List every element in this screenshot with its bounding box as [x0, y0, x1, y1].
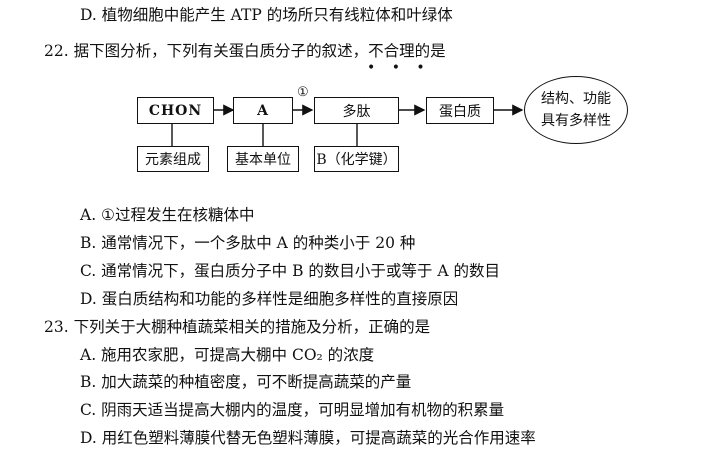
box-protein: 蛋白质: [426, 97, 494, 124]
q23-stem: 23. 下列关于大棚种植蔬菜相关的措施及分析，正确的是: [44, 318, 431, 336]
box-a: A: [233, 97, 293, 124]
q22-option-a: A. ①过程发生在核糖体中: [80, 206, 255, 224]
emphasis-dots: • • •: [367, 60, 431, 76]
ellipse-line-2: 具有多样性: [541, 113, 611, 129]
box-chon: CHON: [137, 97, 214, 124]
ellipse-line-1: 结构、功能: [541, 91, 611, 107]
diversity-ellipse: 结构、功能 具有多样性: [524, 76, 628, 144]
q23-option-b: B. 加大蔬菜的种植密度，可不断提高蔬菜的产量: [80, 373, 412, 391]
label-chemical-bond: B（化学键）: [314, 146, 399, 172]
q22-option-c: C. 通常情况下，蛋白质分子中 B 的数目小于或等于 A 的数目: [80, 262, 500, 280]
process-one-marker: ①: [297, 85, 309, 100]
q23-option-d: D. 用红色塑料薄膜代替无色塑料薄膜，可提高蔬菜的光合作用速率: [80, 429, 536, 447]
box-peptide: 多肽: [314, 97, 399, 124]
q22-option-b: B. 通常情况下，一个多肽中 A 的种类小于 20 种: [80, 234, 416, 252]
q22-option-d: D. 蛋白质结构和功能的多样性是细胞多样性的直接原因: [80, 290, 459, 308]
label-basic-unit: 基本单位: [227, 146, 299, 172]
q23-option-a: A. 施用农家肥，可提高大棚中 CO₂ 的浓度: [80, 346, 375, 364]
prev-question-option-d: D. 植物细胞中能产生 ATP 的场所只有线粒体和叶绿体: [80, 6, 453, 24]
label-elements: 元素组成: [137, 146, 209, 172]
q23-option-c: C. 阴雨天适当提高大棚内的温度，可明显增加有机物的积累量: [80, 401, 505, 419]
q22-stem: 22. 据下图分析，下列有关蛋白质分子的叙述，不合理的是: [44, 42, 446, 60]
